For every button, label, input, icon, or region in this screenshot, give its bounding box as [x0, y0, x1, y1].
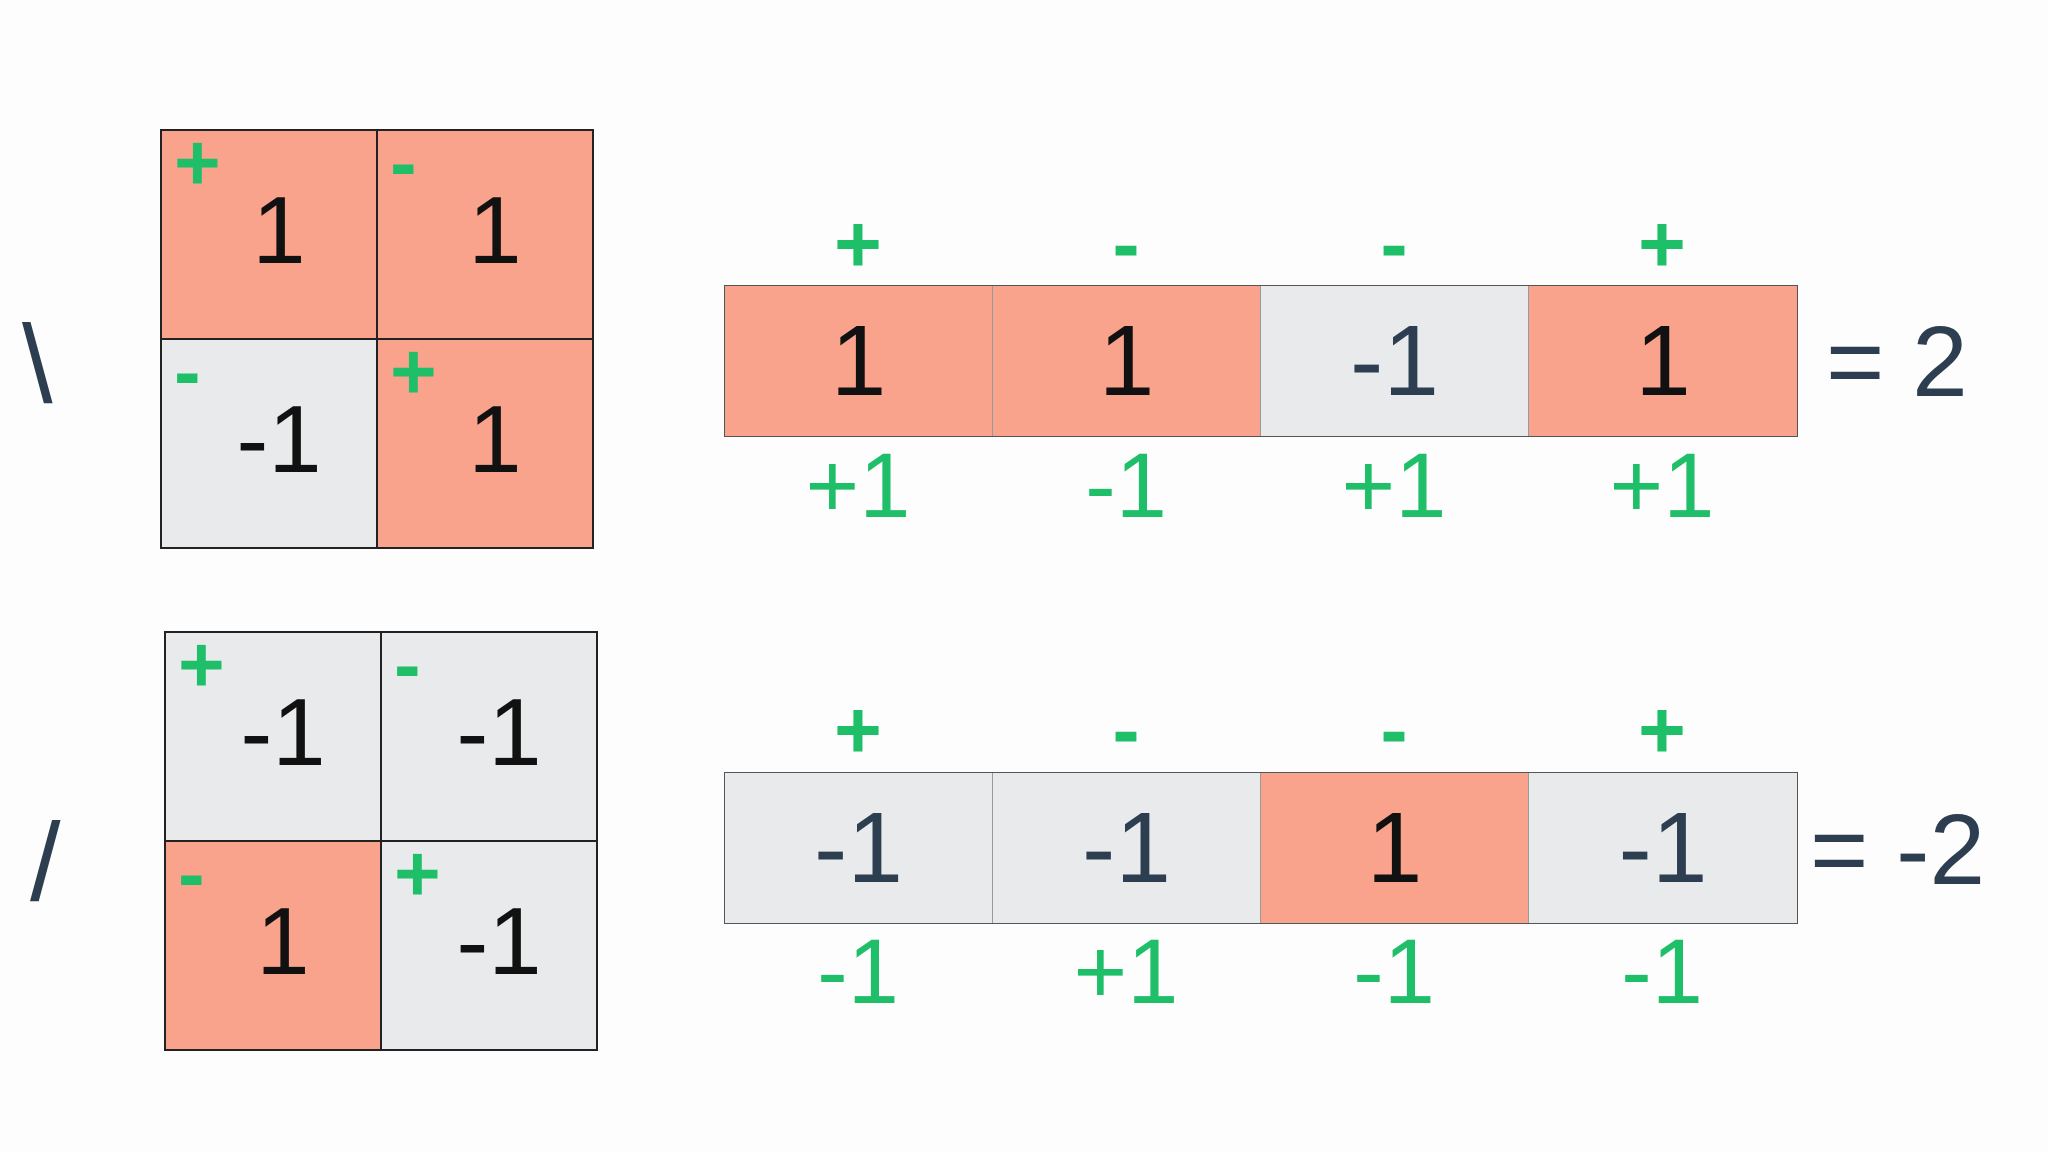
strip-products: +1 -1 +1 +1	[724, 440, 1796, 532]
strip-sign: +	[1638, 685, 1686, 776]
kernel-grid-backslash: + 1 - 1 - -1 + 1	[160, 123, 594, 549]
strip-cell-value: 1	[1098, 304, 1155, 417]
strip-sign: -	[1112, 199, 1140, 290]
grid-cell-value: -1	[456, 888, 542, 995]
strip-cell: 1	[725, 286, 993, 436]
product-value: +1	[1609, 435, 1715, 537]
grid-cell-value: 1	[468, 386, 522, 493]
strip-cell-value: -1	[1082, 791, 1171, 904]
grid-cell-sign: +	[178, 620, 225, 709]
grid-cell-value: 1	[256, 888, 310, 995]
grid-cell: - -1	[161, 332, 377, 548]
product-value: +1	[1073, 921, 1179, 1023]
grid-cell: - -1	[381, 625, 597, 841]
strip-sign: -	[1112, 685, 1140, 776]
product-value: -1	[1621, 921, 1703, 1023]
grid-cell-value: -1	[236, 386, 322, 493]
strip-cell: 1	[1529, 286, 1797, 436]
strip-cell: -1	[1261, 286, 1529, 436]
strip-sign: +	[834, 685, 882, 776]
strip-signs: + - - +	[724, 204, 1796, 286]
product-value: -1	[817, 921, 899, 1023]
strip-sign: +	[834, 199, 882, 290]
grid-cell-sign: -	[394, 620, 421, 709]
grid-cell: - 1	[377, 123, 593, 339]
strip-sign: -	[1380, 199, 1408, 290]
grid-cell-value: -1	[240, 679, 326, 786]
grid-cell-sign: -	[178, 829, 205, 918]
grid-cell: + -1	[381, 834, 597, 1050]
grid-cell-value: 1	[468, 177, 522, 284]
sum-result: = -2	[1810, 794, 1986, 906]
product-value: -1	[1085, 435, 1167, 537]
strip-cell: -1	[993, 773, 1261, 923]
strip-sign: +	[1638, 199, 1686, 290]
flattened-strip-slash: -1 -1 1 -1	[724, 772, 1798, 924]
product-value: +1	[1341, 435, 1447, 537]
strip-cell-value: 1	[1635, 304, 1691, 417]
backslash-symbol: \	[22, 303, 53, 426]
grid-cell: + -1	[165, 625, 381, 841]
strip-products: -1 +1 -1 -1	[724, 926, 1796, 1018]
sum-result: = 2	[1826, 306, 1968, 418]
grid-cell-sign: +	[390, 327, 437, 416]
flattened-strip-backslash: 1 1 -1 1	[724, 285, 1798, 437]
row-slash: / + -1 - -1 - 1 + -1 + - - + -1 -1 1 -1 …	[30, 625, 1985, 1051]
slash-symbol: /	[30, 801, 61, 924]
grid-cell-sign: -	[174, 327, 201, 416]
product-value: -1	[1353, 921, 1435, 1023]
row-backslash: \ + 1 - 1 - -1 + 1 + - - + 1 1 -1 1 +1 -…	[22, 123, 1968, 549]
strip-cell: -1	[1529, 773, 1797, 923]
grid-cell-sign: -	[390, 118, 417, 207]
grid-cell-sign: +	[394, 829, 441, 918]
grid-cell-sign: +	[174, 118, 221, 207]
grid-cell: - 1	[165, 834, 381, 1050]
grid-cell-value: -1	[456, 679, 542, 786]
strip-cell: -1	[725, 773, 993, 923]
product-value: +1	[805, 435, 911, 537]
strip-cell-value: -1	[1350, 304, 1439, 417]
strip-cell: 1	[993, 286, 1261, 436]
strip-cell-value: -1	[1618, 791, 1708, 904]
strip-signs: + - - +	[724, 690, 1796, 772]
strip-cell-value: 1	[1366, 791, 1423, 904]
strip-cell-value: 1	[830, 304, 887, 417]
grid-cell-value: 1	[252, 177, 306, 284]
strip-cell: 1	[1261, 773, 1529, 923]
grid-cell: + 1	[161, 123, 377, 339]
strip-sign: -	[1380, 685, 1408, 776]
strip-cell-value: -1	[814, 791, 903, 904]
grid-cell: + 1	[377, 332, 593, 548]
kernel-grid-slash: + -1 - -1 - 1 + -1	[164, 625, 598, 1051]
